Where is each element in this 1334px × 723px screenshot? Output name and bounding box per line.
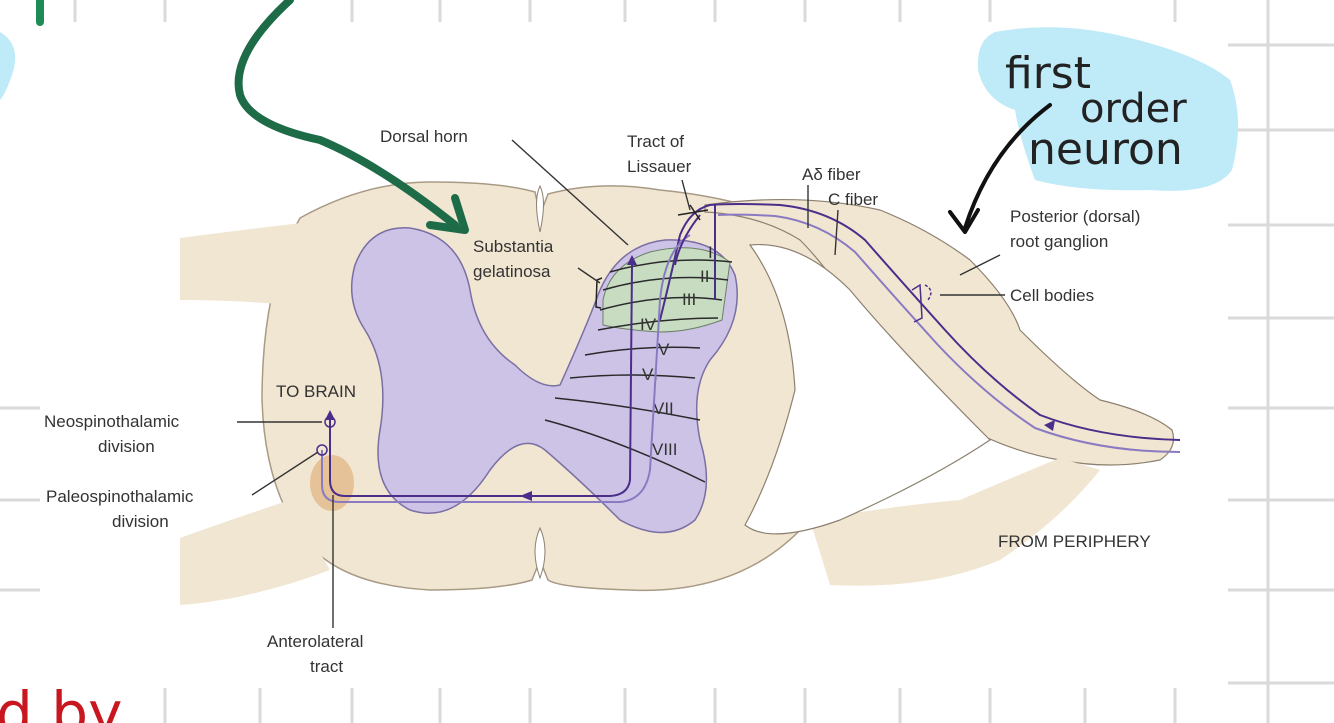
root-gap	[744, 243, 991, 535]
lamina-label: III	[682, 290, 696, 309]
leader-lines	[237, 139, 1005, 628]
label-substantia-1: Substantia	[473, 237, 554, 256]
lamina-label: IV	[640, 315, 657, 334]
gelatinosa-bracket	[595, 277, 603, 309]
blue-highlight-fragment	[0, 32, 16, 100]
label-posterior-ganglion-2: root ganglion	[1010, 232, 1108, 251]
synapse-neo	[324, 416, 336, 428]
label-c-fiber: C fiber	[828, 190, 878, 209]
green-arrow	[234, 0, 469, 234]
green-arrow-head	[426, 194, 469, 234]
neospinothalamic-path	[329, 264, 633, 497]
black-arrow-head	[948, 208, 980, 234]
ventral-fissure	[534, 526, 546, 580]
label-paleospinothalamic-2: division	[112, 512, 169, 531]
lissauer-bracket	[677, 204, 709, 221]
dorsal-fissure	[536, 184, 544, 233]
left-nerve-root-lower	[180, 500, 330, 605]
label-paleospinothalamic-1: Paleospinothalamic	[46, 487, 194, 506]
label-tract-lissauer-1: Tract of	[627, 132, 684, 151]
note-line1: first	[1005, 48, 1091, 99]
note-highlight	[977, 27, 1239, 191]
label-anterolateral-1: Anterolateral	[267, 632, 363, 651]
label-posterior-ganglion-1: Posterior (dorsal)	[1010, 207, 1140, 226]
green-arrow-shaft	[234, 0, 459, 229]
cell-bodies-marker	[911, 283, 932, 323]
label-tract-lissauer-2: Lissauer	[627, 157, 692, 176]
label-a-delta-fiber: Aδ fiber	[802, 165, 861, 184]
label-from-periphery: FROM PERIPHERY	[998, 532, 1151, 551]
lamina-label: II	[700, 267, 709, 286]
diagram-labels: Dorsal horn Tract of Lissauer Aδ fiber C…	[44, 127, 1151, 676]
paleospinothalamic-path	[321, 234, 691, 503]
label-to-brain: TO BRAIN	[276, 382, 356, 401]
label-neospinothalamic-1: Neospinothalamic	[44, 412, 180, 431]
lamina-boundaries	[544, 259, 733, 483]
ventral-root	[810, 458, 1100, 586]
label-anterolateral-2: tract	[310, 657, 343, 676]
note-line3: neuron	[1028, 124, 1183, 175]
left-nerve-root-upper	[180, 222, 310, 305]
lamina-label: VI	[642, 365, 658, 384]
label-cell-bodies: Cell bodies	[1010, 286, 1094, 305]
synapse-paleo	[316, 444, 328, 456]
a-delta-fiber-path	[659, 203, 1181, 441]
label-substantia-2: gelatinosa	[473, 262, 551, 281]
c-fiber-path	[717, 213, 1181, 453]
black-arrow	[963, 103, 1052, 230]
label-neospinothalamic-2: division	[98, 437, 155, 456]
fiber-branch	[674, 214, 701, 266]
lamina-label: VIII	[652, 440, 678, 459]
first-order-neuron-note: first order neuron	[948, 27, 1239, 234]
red-ink-fragment: d by	[0, 679, 122, 723]
lamina-numerals: I II III IV V VI VII VIII	[640, 243, 713, 459]
lamina-label: I	[708, 243, 713, 262]
note-line2: order	[1080, 86, 1187, 132]
lamina-label: VII	[653, 399, 674, 418]
label-dorsal-horn: Dorsal horn	[380, 127, 468, 146]
lamina-label: V	[658, 340, 670, 359]
fiber-pathways	[321, 203, 1181, 503]
